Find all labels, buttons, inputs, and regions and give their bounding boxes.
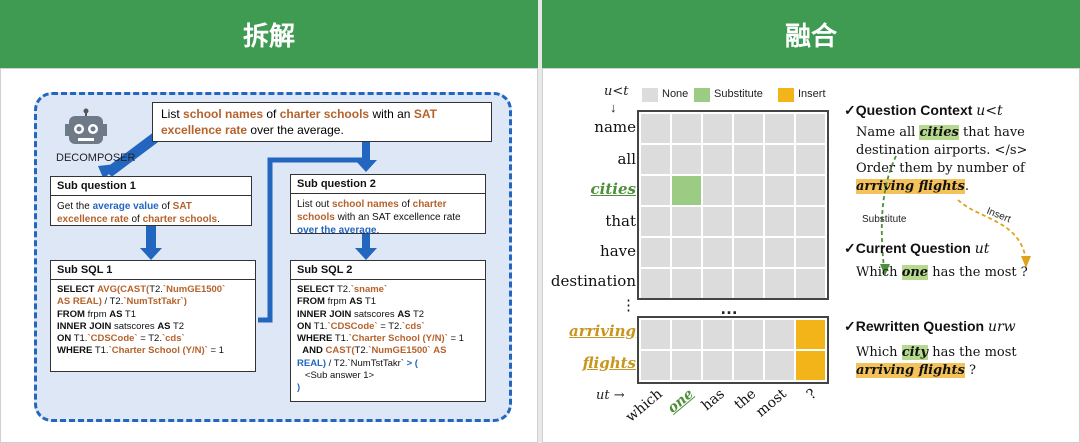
robot-icon <box>64 108 108 154</box>
row-cities: cities <box>590 180 636 198</box>
sub-question-2-text: List out school names of charter schools… <box>297 199 461 236</box>
matrix-frame-bottom <box>637 316 829 384</box>
matrix-cell <box>796 145 825 174</box>
matrix-cell <box>765 176 794 205</box>
matrix-cell <box>641 238 670 267</box>
matrix-cell <box>672 176 701 205</box>
matrix-cell <box>641 269 670 298</box>
current-question-title: ✓Current Question ut <box>844 240 990 257</box>
sub-question-2: Sub question 2 List out school names of … <box>290 174 486 236</box>
row-that: that <box>605 212 636 230</box>
matrix-cell <box>734 269 763 298</box>
matrix-cell <box>703 351 732 380</box>
matrix-cell <box>672 269 701 298</box>
sub-question-1: Sub question 1 Get the average value of … <box>50 176 252 226</box>
matrix-cell <box>703 114 732 143</box>
matrix-cell <box>765 351 794 380</box>
matrix-cell <box>765 320 794 349</box>
matrix-cell <box>672 238 701 267</box>
matrix-cell <box>734 320 763 349</box>
matrix-cell <box>796 269 825 298</box>
sub-sql-1-title: Sub SQL 1 <box>51 261 255 280</box>
sub-sql-2-code: SELECT T2.`sname` FROM frpm AS T1 INNER … <box>297 284 464 394</box>
substitute-label: Substitute <box>862 214 907 225</box>
matrix-frame-top <box>637 110 829 300</box>
right-header: 融合 <box>542 0 1080 68</box>
flow-arrows <box>98 133 377 323</box>
axis-y-arrow: ↓ <box>610 100 617 115</box>
matrix-cell <box>765 269 794 298</box>
legend-swatch-none <box>642 88 658 102</box>
legend-none: None <box>662 88 689 100</box>
row-vdots: ⋮ <box>621 296 636 314</box>
matrix-cell <box>796 207 825 236</box>
matrix-cell <box>734 176 763 205</box>
row-destination: destination <box>550 272 636 290</box>
original-question: List school names of charter schools wit… <box>152 102 492 142</box>
matrix-cell <box>796 351 825 380</box>
sub-question-2-title: Sub question 2 <box>291 175 485 194</box>
matrix-cell <box>703 320 732 349</box>
context-text: Name all cities that have destination ai… <box>856 125 1028 194</box>
matrix-cell <box>703 176 732 205</box>
sub-sql-2-title: Sub SQL 2 <box>291 261 485 280</box>
matrix-cell <box>734 145 763 174</box>
legend-insert: Insert <box>798 88 826 100</box>
decomposer-label: DECOMPOSER <box>56 152 136 164</box>
matrix-cell <box>641 351 670 380</box>
row-all: all <box>617 150 636 168</box>
matrix-cell <box>765 238 794 267</box>
row-name: name <box>594 118 636 136</box>
matrix-cell <box>703 238 732 267</box>
current-question-text: Which one has the most ? <box>856 265 1028 280</box>
matrix-cell <box>734 351 763 380</box>
legend-swatch-substitute <box>694 88 710 102</box>
row-flights: flights <box>582 354 636 372</box>
panel-divider <box>538 0 542 443</box>
legend-swatch-insert <box>778 88 794 102</box>
matrix-cell <box>734 207 763 236</box>
row-have: have <box>600 242 636 260</box>
matrix-cell <box>641 114 670 143</box>
matrix-cell <box>765 207 794 236</box>
sub-sql-1: Sub SQL 1 SELECT AVG(CAST(T2.`NumGE1500`… <box>50 260 256 372</box>
rewritten-question-title: ✓Rewritten Question urw <box>844 318 1016 335</box>
legend-substitute: Substitute <box>714 88 763 100</box>
sub-sql-2: Sub SQL 2 SELECT T2.`sname` FROM frpm AS… <box>290 260 486 402</box>
rewritten-question-text: Which city has the most arriving flights… <box>856 345 1017 378</box>
axis-y-label: u<t <box>604 84 629 99</box>
matrix-cell <box>703 145 732 174</box>
matrix-cell <box>672 351 701 380</box>
matrix-cell <box>641 145 670 174</box>
matrix-cell <box>641 207 670 236</box>
matrix-cell <box>703 207 732 236</box>
matrix-cell <box>703 269 732 298</box>
sub-question-1-title: Sub question 1 <box>51 177 251 196</box>
matrix-cell <box>672 145 701 174</box>
matrix-cell <box>796 238 825 267</box>
left-header: 拆解 <box>0 0 538 68</box>
matrix-cell <box>672 114 701 143</box>
matrix-cell <box>796 114 825 143</box>
matrix-cell <box>641 320 670 349</box>
matrix-cell <box>734 238 763 267</box>
row-arriving: arriving <box>568 322 636 340</box>
matrix-cell <box>672 207 701 236</box>
sub-question-1-text: Get the average value of SAT excellence … <box>57 201 220 225</box>
matrix-cell <box>734 114 763 143</box>
matrix-ellipsis: … <box>720 298 738 318</box>
axis-x-label: ut → <box>596 388 625 403</box>
matrix-cell <box>796 320 825 349</box>
context-title: ✓Question Context u<t <box>844 102 1003 119</box>
matrix-cell <box>641 176 670 205</box>
matrix-cell <box>765 145 794 174</box>
sub-sql-1-code: SELECT AVG(CAST(T2.`NumGE1500` AS REAL) … <box>57 284 226 357</box>
matrix-cell <box>796 176 825 205</box>
matrix-cell <box>672 320 701 349</box>
matrix-cell <box>765 114 794 143</box>
